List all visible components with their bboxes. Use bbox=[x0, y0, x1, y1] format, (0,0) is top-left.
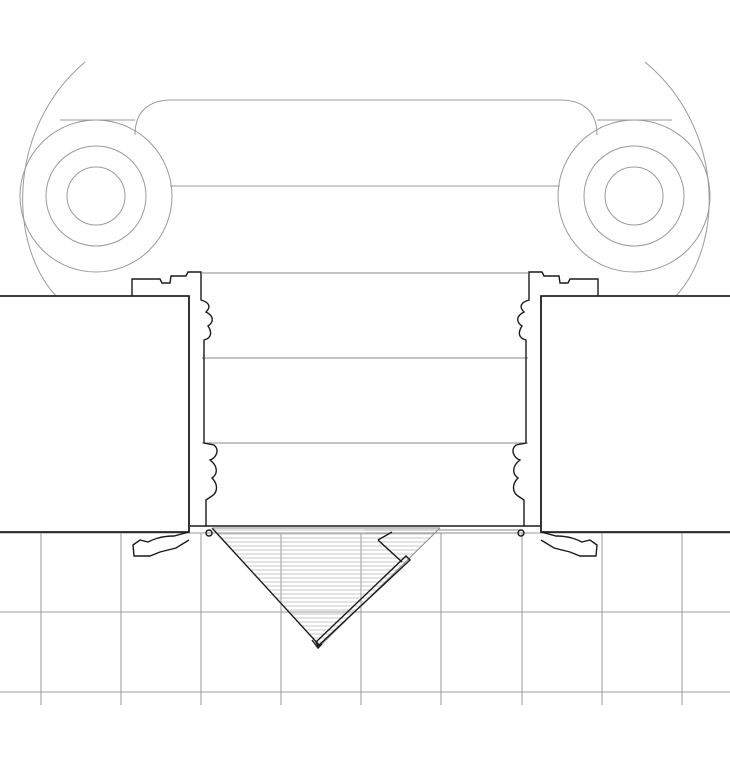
ornamental-scroll-motif bbox=[19, 61, 711, 301]
outer-right-arc bbox=[644, 61, 710, 301]
door-swing-hatch bbox=[212, 529, 440, 646]
right-top-moulding bbox=[517, 271, 599, 358]
scroll-band-top bbox=[134, 99, 598, 136]
left-volute bbox=[19, 119, 173, 273]
door-frame bbox=[131, 271, 599, 557]
left-wall bbox=[0, 295, 190, 533]
right-volute bbox=[557, 119, 711, 273]
right-wall bbox=[540, 295, 730, 533]
outer-left-arc bbox=[22, 61, 86, 301]
right-bottom-moulding bbox=[512, 358, 540, 527]
left-base-moulding bbox=[132, 531, 190, 557]
left-bottom-moulding bbox=[190, 358, 218, 527]
right-base-moulding bbox=[540, 531, 598, 557]
floor-grid bbox=[0, 532, 730, 705]
passage-lines bbox=[202, 272, 528, 444]
door-leaf bbox=[311, 531, 412, 650]
left-top-moulding bbox=[131, 271, 213, 358]
door-swing-arc bbox=[211, 527, 441, 647]
